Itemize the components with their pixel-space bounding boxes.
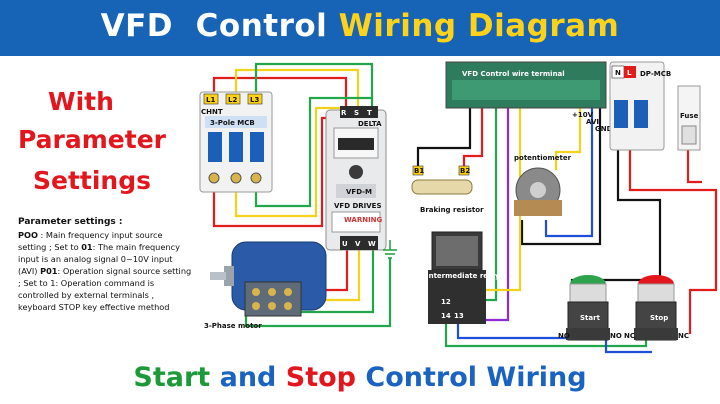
wire-mcb-out-3 [254, 96, 372, 208]
vfd-term-r: R [341, 109, 347, 117]
stop-nc-right: NC [678, 332, 689, 340]
mcb-l3-label: L3 [250, 96, 259, 104]
title-wiring-diagram: Wiring Diagram [338, 8, 620, 44]
mcb-l2-label: L2 [228, 96, 237, 104]
intermediate-relay [428, 231, 486, 324]
heading-with: With [48, 87, 114, 116]
start-no-left: NO [558, 332, 570, 340]
braking-resistor [411, 165, 473, 195]
braking-resistor-label: Braking resistor [420, 206, 484, 214]
param-line-1: POO : Main frequency input source [18, 230, 163, 240]
param-line-5: ; Set to 1: Operation command is [18, 278, 155, 288]
vfd-warning: WARNING [344, 216, 383, 224]
wire-l3-t [254, 62, 374, 110]
relay-pin-12: 12 [441, 298, 451, 306]
ground-icon [383, 240, 397, 259]
wire-relay-yellow [485, 100, 522, 292]
wire-mcb-out-2 [234, 106, 358, 218]
title-vfd: VFD [100, 8, 174, 44]
header-bar [0, 0, 720, 56]
footer-stop: Stop [285, 362, 357, 393]
wire-relay-start [456, 318, 576, 340]
vfd-out-u: U [342, 240, 348, 248]
terminal-label: VFD Control wire terminal [462, 70, 565, 78]
wire-supply-l [628, 150, 718, 334]
vfd-drive [325, 106, 387, 251]
stop-button [634, 275, 678, 341]
heading-settings: Settings [32, 166, 151, 195]
footer-control-wiring: Control Wiring [365, 362, 587, 393]
wire-b1 [416, 100, 472, 172]
b2-label: B2 [460, 167, 470, 175]
relay-label: Intermediate relay [426, 272, 500, 280]
parameter-settings-heading: Parameter settings : [18, 217, 123, 227]
param-line-4: (AVI) P01: Operation signal source setti… [18, 266, 192, 276]
potentiometer-label: potentiometer [514, 154, 572, 162]
wire-ground [244, 258, 392, 328]
potentiometer [514, 167, 562, 216]
footer-and: and [219, 362, 277, 393]
fuse [677, 85, 701, 151]
dp-mcb [609, 61, 665, 151]
three-pole-mcb [199, 91, 273, 193]
wire-10v [554, 108, 582, 170]
terminal-gnd: GND [595, 125, 613, 133]
param-line-3: input is an analog signal 0~10V input [18, 254, 173, 264]
wire-fuse [686, 150, 702, 184]
wire-l2-s [234, 68, 360, 110]
page-title: VFD Control Wiring Diagram [0, 8, 720, 44]
footer-title: Start and Stop Control Wiring [0, 362, 720, 393]
terminal-10v: +10V [572, 111, 594, 119]
start-button [566, 275, 610, 341]
wire-l1-r [212, 76, 348, 110]
stop-label: Stop [650, 314, 668, 322]
vfd-label: VFD DRIVES [334, 202, 382, 210]
three-phase-motor [210, 241, 327, 317]
vfd-out-w: W [368, 240, 376, 248]
mcb-label: 3-Pole MCB [210, 119, 255, 127]
dp-mcb-label: DP-MCB [640, 70, 671, 78]
title-control: Control [195, 8, 328, 44]
vfd-model: VFD-M [346, 188, 372, 196]
vfd-term-s: S [354, 109, 359, 117]
param-line-7: keyboard STOP key effective method [18, 302, 170, 312]
wire-avi [544, 108, 594, 238]
terminal-avi: AVI [586, 118, 599, 126]
vfd-brand: DELTA [358, 120, 382, 128]
fuse-label: Fuse [680, 112, 699, 120]
control-wire-terminal [445, 61, 607, 109]
motor-label: 3-Phase motor [204, 322, 262, 330]
param-line-6: controlled by external terminals , [18, 290, 155, 300]
wire-b2 [462, 100, 484, 172]
wire-gnd [520, 108, 602, 246]
mcb-l1-label: L1 [206, 96, 215, 104]
footer-start: Start [133, 362, 211, 393]
vfd-term-t: T [367, 109, 372, 117]
start-label: Start [580, 314, 601, 322]
start-no-right: NO [610, 332, 622, 340]
param-line-2: setting ; Set to 01: The main frequency [18, 242, 180, 252]
b1-label: B1 [414, 167, 424, 175]
heading-parameter: Parameter [18, 125, 166, 154]
relay-pin-14: 14 [441, 312, 451, 320]
dp-term-l: L [627, 69, 632, 77]
dp-term-n: N [615, 69, 621, 77]
vfd-out-v: V [355, 240, 361, 248]
stop-nc-left: NC [624, 332, 635, 340]
mcb-brand: CHNT [201, 108, 223, 116]
relay-pin-13: 13 [454, 312, 464, 320]
